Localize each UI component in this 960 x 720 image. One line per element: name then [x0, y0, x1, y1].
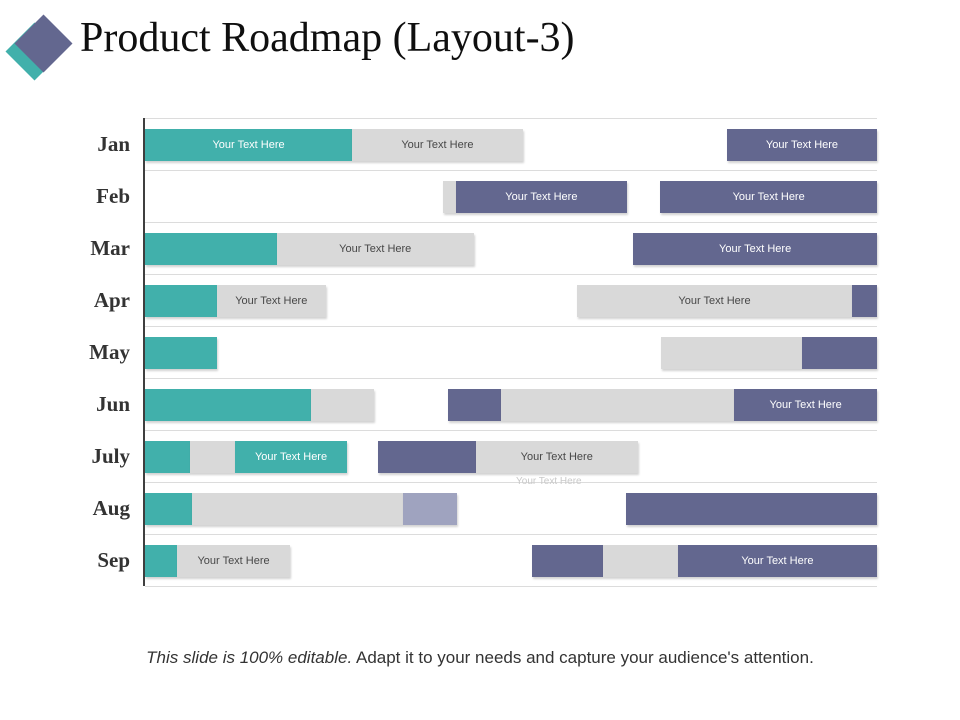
roadmap-bar-gray[interactable]	[191, 492, 403, 525]
month-label-aug: Aug	[92, 495, 130, 520]
roadmap-bar-purple[interactable]	[802, 336, 877, 369]
roadmap-bar-teal[interactable]	[145, 544, 178, 577]
roadmap-row-mar: Your Text Here Your Text Here	[145, 223, 877, 275]
footer-italic-text: This slide is 100% editable.	[146, 648, 353, 667]
roadmap-bar-teal[interactable]: Your Text Here	[235, 440, 348, 473]
roadmap-bar-purple[interactable]	[625, 492, 877, 525]
footer-regular-text: Adapt it to your needs and capture your …	[355, 648, 814, 667]
roadmap-bar-teal[interactable]	[145, 232, 277, 265]
roadmap-bar-gray[interactable]: Your Text Here	[352, 128, 523, 161]
month-label-may: May	[89, 339, 130, 364]
roadmap-bar-teal[interactable]: Your Text Here	[145, 128, 353, 161]
roadmap-bar-purple[interactable]: Your Text Here	[677, 544, 877, 577]
month-label-apr: Apr	[93, 287, 130, 312]
ghost-label: Your Text Here	[516, 476, 582, 487]
roadmap-row-feb: Your Text Here Your Text Here	[145, 171, 877, 223]
roadmap-row-may	[145, 327, 877, 379]
month-label-jan: Jan	[97, 131, 130, 156]
roadmap-bar-gray[interactable]	[442, 180, 457, 213]
roadmap-bar-teal[interactable]	[145, 336, 217, 369]
roadmap-bar-gray[interactable]: Your Text Here	[475, 440, 638, 473]
roadmap-bar-gray[interactable]	[500, 388, 735, 421]
month-label-sep: Sep	[97, 547, 130, 572]
roadmap-row-apr: Your Text Here Your Text Here	[145, 275, 877, 327]
roadmap-bar-purple[interactable]: Your Text Here	[660, 180, 877, 213]
roadmap-bar-purple[interactable]	[852, 284, 877, 317]
diamond-icon	[4, 6, 76, 81]
month-label-mar: Mar	[90, 235, 130, 260]
roadmap-bar-teal[interactable]	[145, 388, 312, 421]
roadmap-bar-purple[interactable]: Your Text Here	[633, 232, 877, 265]
roadmap-bar-gray[interactable]: Your Text Here	[576, 284, 853, 317]
roadmap-bar-gray[interactable]: Your Text Here	[276, 232, 474, 265]
roadmap-bar-gray[interactable]	[661, 336, 803, 369]
roadmap-bar-purple[interactable]: Your Text Here	[734, 388, 877, 421]
roadmap-bar-gray[interactable]	[603, 544, 678, 577]
month-label-jun: Jun	[96, 391, 130, 416]
roadmap-bar-light-purple[interactable]	[402, 492, 457, 525]
y-axis-line	[143, 118, 145, 586]
roadmap-row-aug	[145, 483, 877, 535]
roadmap-bar-teal[interactable]	[145, 284, 217, 317]
roadmap-bar-purple[interactable]	[448, 388, 501, 421]
roadmap-bar-gray[interactable]	[189, 440, 236, 473]
roadmap-bar-gray[interactable]: Your Text Here	[177, 544, 290, 577]
roadmap-bar-gray[interactable]	[311, 388, 375, 421]
roadmap-row-sep: Your Text Here Your Text Here	[145, 535, 877, 587]
roadmap-row-jun: Your Text Here	[145, 379, 877, 431]
page-title: Product Roadmap (Layout-3)	[80, 15, 575, 61]
roadmap-bar-teal[interactable]	[145, 492, 192, 525]
roadmap-bar-purple[interactable]: Your Text Here	[726, 128, 877, 161]
footer-note: This slide is 100% editable. Adapt it to…	[0, 648, 960, 668]
roadmap-bar-purple[interactable]	[532, 544, 604, 577]
roadmap-row-july: Your Text Here Your Text Here	[145, 431, 877, 483]
roadmap-bar-gray[interactable]: Your Text Here	[216, 284, 326, 317]
roadmap-bar-purple[interactable]: Your Text Here	[456, 180, 627, 213]
month-label-feb: Feb	[96, 183, 130, 208]
roadmap-bar-teal[interactable]	[145, 440, 190, 473]
roadmap-bar-purple[interactable]	[377, 440, 476, 473]
month-label-july: July	[91, 443, 130, 468]
